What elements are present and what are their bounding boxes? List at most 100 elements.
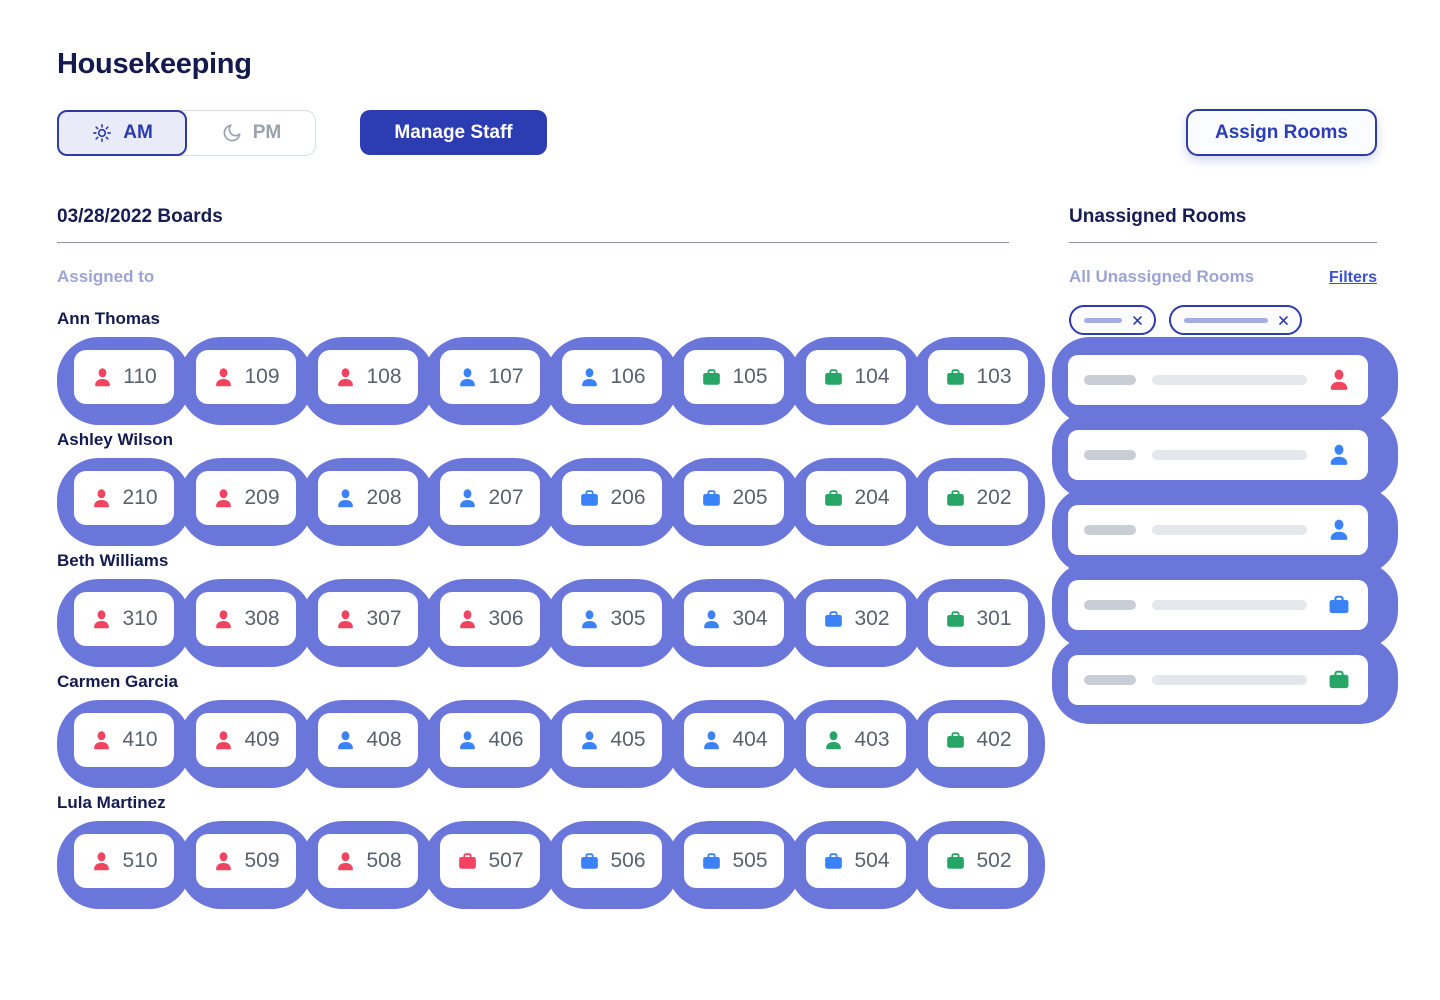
room-chip[interactable]: 308 xyxy=(196,592,296,646)
person-icon xyxy=(90,729,113,752)
room-chip[interactable]: 405 xyxy=(562,713,662,767)
room-chip[interactable]: 408 xyxy=(318,713,418,767)
room-chip[interactable]: 109 xyxy=(196,350,296,404)
room-number: 205 xyxy=(732,486,768,509)
room-chip[interactable]: 305 xyxy=(562,592,662,646)
room-chip[interactable]: 409 xyxy=(196,713,296,767)
staff-name: Ann Thomas xyxy=(57,309,160,328)
person-icon xyxy=(91,366,114,389)
room-chip[interactable]: 205 xyxy=(684,471,784,525)
room-chip[interactable]: 304 xyxy=(684,592,784,646)
room-chip[interactable]: 306 xyxy=(440,592,540,646)
briefcase-icon xyxy=(944,487,967,510)
room-chip-blob: 209 xyxy=(179,458,313,546)
unassigned-room-blob xyxy=(1052,562,1398,649)
person-icon xyxy=(1326,442,1352,468)
room-chip[interactable]: 507 xyxy=(440,834,540,888)
room-chip[interactable]: 402 xyxy=(928,713,1028,767)
briefcase-icon xyxy=(822,487,845,510)
pm-label: PM xyxy=(252,121,282,143)
unassigned-room-card[interactable] xyxy=(1068,505,1368,555)
room-chip[interactable]: 209 xyxy=(196,471,296,525)
room-number: 208 xyxy=(366,486,402,509)
room-chip[interactable]: 506 xyxy=(562,834,662,888)
room-chip-blob: 302 xyxy=(789,579,923,667)
room-chip-row: 210 209 208 207 206 205 204 202 xyxy=(57,458,1045,546)
room-chip-blob: 108 xyxy=(301,337,435,425)
room-chip[interactable]: 208 xyxy=(318,471,418,525)
unassigned-room-card[interactable] xyxy=(1068,355,1368,405)
room-chip[interactable]: 103 xyxy=(928,350,1028,404)
room-chip[interactable]: 105 xyxy=(684,350,784,404)
unassigned-room-card[interactable] xyxy=(1068,655,1368,705)
room-chip-blob: 307 xyxy=(301,579,435,667)
room-number: 110 xyxy=(123,365,157,388)
room-chip[interactable]: 510 xyxy=(74,834,174,888)
room-chip-blob: 304 xyxy=(667,579,801,667)
pm-toggle-button[interactable]: PM xyxy=(187,111,315,155)
room-chip[interactable]: 410 xyxy=(74,713,174,767)
room-chip[interactable]: 508 xyxy=(318,834,418,888)
person-icon xyxy=(90,487,113,510)
room-number: 506 xyxy=(610,849,646,872)
staff-name: Carmen Garcia xyxy=(57,672,178,691)
close-icon[interactable] xyxy=(1131,314,1144,327)
person-icon xyxy=(456,366,479,389)
unassigned-room-blob xyxy=(1052,487,1398,574)
room-chip[interactable]: 207 xyxy=(440,471,540,525)
room-chip-blob: 507 xyxy=(423,821,557,909)
person-icon xyxy=(700,729,723,752)
shift-toggle: AM PM xyxy=(57,109,316,156)
room-chip-blob: 406 xyxy=(423,700,557,788)
filter-chip[interactable] xyxy=(1069,305,1156,335)
room-chip-blob: 504 xyxy=(789,821,923,909)
room-chip-blob: 305 xyxy=(545,579,679,667)
filter-chip[interactable] xyxy=(1169,305,1302,335)
room-chip-blob: 310 xyxy=(57,579,191,667)
person-icon xyxy=(334,487,357,510)
room-chip[interactable]: 107 xyxy=(440,350,540,404)
person-icon xyxy=(334,850,357,873)
room-number: 206 xyxy=(610,486,646,509)
room-chip[interactable]: 404 xyxy=(684,713,784,767)
room-chip-blob: 210 xyxy=(57,458,191,546)
assigned-to-label: Assigned to xyxy=(57,267,155,286)
room-chip[interactable]: 206 xyxy=(562,471,662,525)
room-chip[interactable]: 403 xyxy=(806,713,906,767)
room-chip[interactable]: 202 xyxy=(928,471,1028,525)
assign-rooms-button[interactable]: Assign Rooms xyxy=(1186,109,1377,156)
person-icon xyxy=(1326,517,1352,543)
manage-staff-button[interactable]: Manage Staff xyxy=(360,110,547,155)
room-chip[interactable]: 504 xyxy=(806,834,906,888)
room-chip[interactable]: 307 xyxy=(318,592,418,646)
am-label: AM xyxy=(123,121,153,143)
room-chip[interactable]: 108 xyxy=(318,350,418,404)
room-chip[interactable]: 502 xyxy=(928,834,1028,888)
room-number: 207 xyxy=(488,486,524,509)
unassigned-room-card[interactable] xyxy=(1068,430,1368,480)
room-chip[interactable]: 204 xyxy=(806,471,906,525)
room-chip[interactable]: 302 xyxy=(806,592,906,646)
room-chip[interactable]: 106 xyxy=(562,350,662,404)
unassigned-room-card[interactable] xyxy=(1068,580,1368,630)
room-number: 307 xyxy=(366,607,402,630)
room-chip-blob: 206 xyxy=(545,458,679,546)
room-chip[interactable]: 301 xyxy=(928,592,1028,646)
room-chip[interactable]: 310 xyxy=(74,592,174,646)
am-toggle-button[interactable]: AM xyxy=(57,109,187,156)
room-number: 405 xyxy=(610,728,646,751)
room-number: 105 xyxy=(732,365,768,388)
filters-link[interactable]: Filters xyxy=(1328,269,1377,286)
room-chip[interactable]: 104 xyxy=(806,350,906,404)
close-icon[interactable] xyxy=(1277,314,1290,327)
room-chip[interactable]: 110 xyxy=(74,350,174,404)
room-chip[interactable]: 505 xyxy=(684,834,784,888)
room-chip[interactable]: 406 xyxy=(440,713,540,767)
person-icon xyxy=(456,487,479,510)
room-chip[interactable]: 210 xyxy=(74,471,174,525)
room-number-skeleton xyxy=(1084,375,1136,385)
room-chip[interactable]: 509 xyxy=(196,834,296,888)
